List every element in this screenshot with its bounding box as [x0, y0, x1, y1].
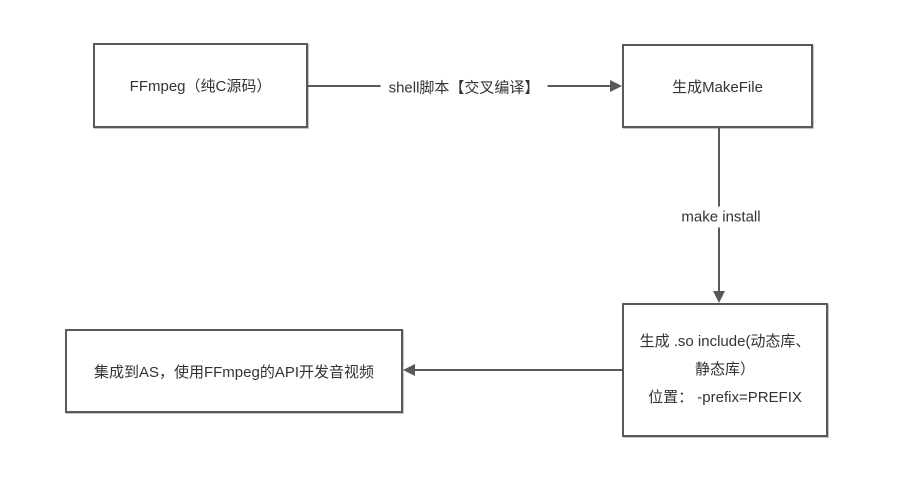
node-as-integration-label: 集成到AS，使用FFmpeg的API开发音视频 [93, 363, 375, 381]
node-ffmpeg-source: FFmpeg（纯C源码） [93, 43, 308, 128]
node-so-output-line3: 位置： -prefix=PREFIX [648, 389, 802, 406]
edge-make-install-label: make install [673, 206, 769, 228]
node-generate-makefile-label: 生成MakeFile [672, 78, 763, 96]
edge-cross-compile-label: shell脚本【交叉编译】 [380, 74, 548, 100]
node-ffmpeg-source-label: FFmpeg（纯C源码） [129, 78, 272, 95]
node-generate-makefile: 生成MakeFile [622, 44, 813, 128]
edge-to-integration-line [413, 369, 622, 371]
arrowhead-down-icon [713, 291, 725, 303]
node-so-output-label: 生成 .so include(动态库、 静态库） 位置： -prefix=PRE… [640, 328, 811, 412]
node-so-output: 生成 .so include(动态库、 静态库） 位置： -prefix=PRE… [622, 303, 828, 437]
arrowhead-right-icon [610, 80, 622, 92]
arrowhead-left-icon [403, 364, 415, 376]
node-so-output-line1: 生成 .so include(动态库、 [639, 333, 811, 350]
node-so-output-line2: 静态库） [694, 361, 755, 378]
node-as-integration: 集成到AS，使用FFmpeg的API开发音视频 [65, 329, 403, 413]
